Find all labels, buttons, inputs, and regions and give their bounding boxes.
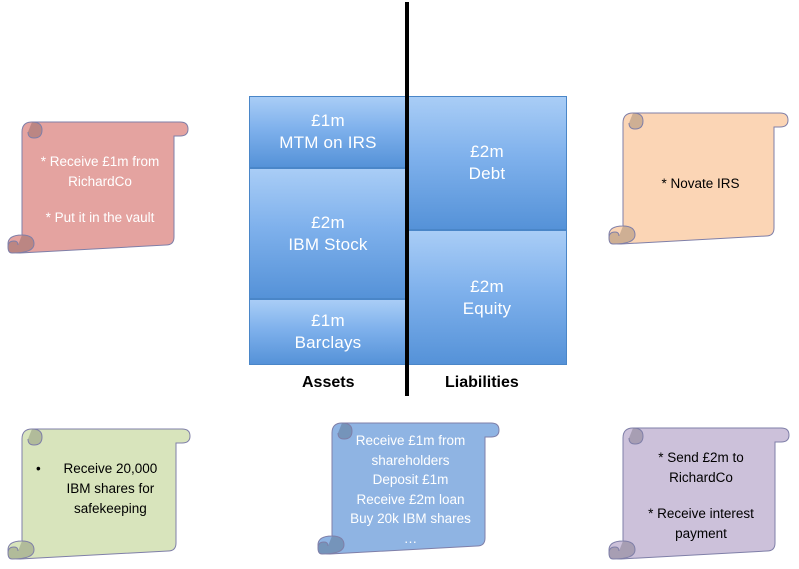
asset-label: Barclays [294, 333, 362, 352]
scroll-text: * Send £2m to RichardCo * Receive intere… [625, 448, 777, 544]
scroll-top-curl [27, 121, 43, 139]
scroll-line: … [403, 530, 418, 546]
assets-label: Assets [302, 374, 355, 391]
liability-block-debt: £2m Debt [407, 96, 567, 230]
scroll-body [317, 422, 500, 555]
scroll-bottom-curl [608, 225, 636, 245]
scroll-line: Receive 20,000 IBM shares for safekeepin… [63, 461, 158, 516]
asset-amount: £1m [311, 311, 345, 330]
asset-label: IBM Stock [288, 234, 368, 254]
scroll-top-curl [337, 422, 353, 440]
scroll-top-curl [27, 428, 43, 446]
scroll-text: • Receive 20,000 IBM shares for safekeep… [36, 459, 166, 519]
liability-amount: £2m [470, 142, 504, 161]
scroll-bottom-curl [7, 540, 35, 560]
scroll-shape [7, 121, 189, 254]
scroll-top-curl [628, 427, 644, 445]
scroll-line: Receive £1m from shareholders [355, 433, 466, 468]
scroll-note-bottom-left: • Receive 20,000 IBM shares for safekeep… [6, 419, 192, 563]
scroll-top-curl [628, 112, 644, 130]
scroll-line: * Receive £1m from RichardCo [40, 154, 160, 189]
scroll-note-top-left: * Receive £1m from RichardCo * Put it in… [6, 112, 190, 257]
scroll-body [7, 121, 189, 254]
scroll-text: Receive £1m from shareholders Deposit £1… [334, 431, 487, 548]
scroll-line: * Put it in the vault [45, 210, 155, 225]
scroll-text: * Novate IRS [625, 174, 776, 194]
scroll-shape [7, 428, 191, 560]
scroll-shape [608, 427, 790, 560]
center-divider [405, 2, 409, 396]
scroll-line: Receive £2m loan [356, 491, 465, 507]
scroll-body [608, 112, 789, 245]
scroll-line: Deposit £1m [372, 472, 449, 487]
scroll-line: * Send £2m to RichardCo [658, 450, 744, 485]
scroll-note-bottom-right: * Send £2m to RichardCo * Receive intere… [607, 418, 791, 563]
liability-label: Equity [462, 298, 512, 318]
scroll-bottom-curl [317, 535, 345, 555]
bullet-mark: • [36, 461, 41, 476]
liability-label: Debt [468, 164, 506, 183]
scroll-line: * Novate IRS [661, 176, 740, 191]
liability-amount: £2m [470, 276, 504, 296]
scroll-body [608, 427, 790, 560]
scroll-bottom-curl [7, 234, 35, 254]
scroll-line: * Receive interest payment [648, 506, 754, 541]
liability-block-equity: £2m Equity [407, 230, 567, 365]
asset-block-barclays: £1m Barclays [249, 299, 407, 365]
scroll-shape [317, 422, 500, 555]
asset-block-mtm-irs: £1m MTM on IRS [249, 96, 407, 168]
scroll-shape [608, 112, 789, 245]
scroll-bottom-curl [608, 540, 636, 560]
scroll-note-top-right: * Novate IRS [607, 103, 790, 248]
liabilities-label: Liabilities [445, 374, 519, 391]
asset-block-ibm-stock: £2m IBM Stock [249, 168, 407, 299]
scroll-text: * Receive £1m from RichardCo * Put it in… [24, 152, 176, 228]
scroll-note-bottom-center: Receive £1m from shareholders Deposit £1… [316, 413, 501, 558]
asset-amount: £1m [311, 111, 345, 130]
asset-amount: £2m [311, 212, 345, 232]
asset-label: MTM on IRS [279, 133, 377, 152]
scroll-body [7, 428, 191, 560]
scroll-line: Buy 20k IBM shares [350, 511, 471, 526]
